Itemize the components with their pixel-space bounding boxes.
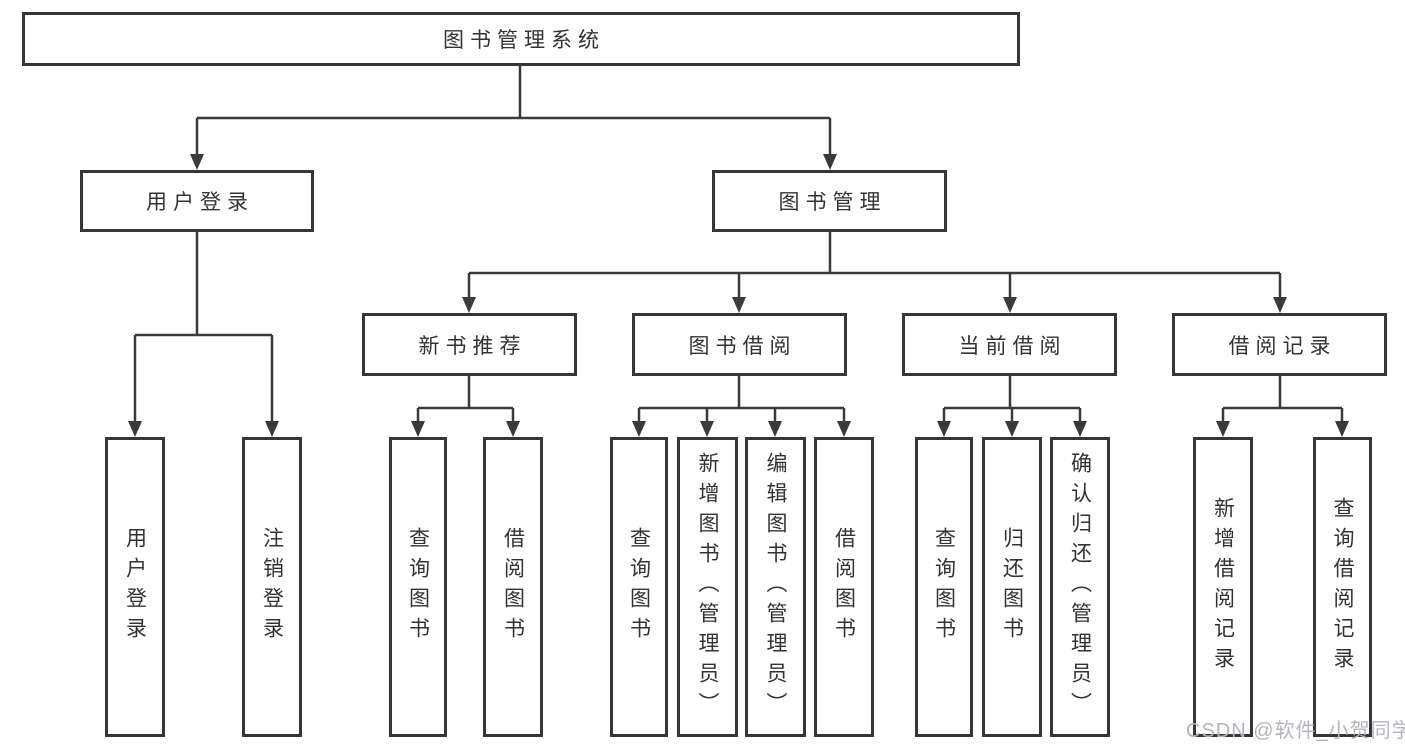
arrowhead-icon bbox=[700, 421, 714, 437]
arrowhead-icon bbox=[732, 297, 746, 313]
leaf-query-borrow-record: 查询借阅记录 bbox=[1313, 437, 1372, 737]
arrowhead-icon bbox=[128, 421, 142, 437]
leaf-confirm-return-admin: 确认归还（管理员） bbox=[1050, 437, 1110, 737]
arrowhead-icon bbox=[823, 154, 837, 170]
leaf-borrow-book: 借阅图书 bbox=[814, 437, 874, 737]
leaf-edit-book-admin: 编辑图书（管理员） bbox=[745, 437, 806, 737]
arrowhead-icon bbox=[937, 421, 951, 437]
node-book-borrow: 图书借阅 bbox=[632, 313, 847, 376]
leaf-query-books-current: 查询图书 bbox=[915, 437, 973, 737]
leaf-add-book-admin: 新增图书（管理员） bbox=[677, 437, 738, 737]
arrowhead-icon bbox=[1003, 297, 1017, 313]
arrowhead-icon bbox=[768, 421, 782, 437]
csdn-watermark: CSDN @软件_小贺同学 bbox=[1186, 720, 1405, 742]
arrowhead-icon bbox=[1216, 421, 1230, 437]
arrowhead-icon bbox=[462, 297, 476, 313]
leaf-return-book: 归还图书 bbox=[982, 437, 1042, 737]
leaf-logout: 注销登录 bbox=[242, 437, 302, 737]
node-user-login: 用户登录 bbox=[80, 170, 314, 232]
node-current-borrow: 当前借阅 bbox=[902, 313, 1117, 376]
connector-root-to-level2 bbox=[195, 66, 832, 158]
node-root: 图书管理系统 bbox=[22, 12, 1020, 66]
arrowhead-icon bbox=[632, 421, 646, 437]
leaf-user-login: 用户登录 bbox=[105, 437, 165, 737]
connector-book-borrow-children bbox=[637, 376, 846, 424]
node-book-mgmt: 图书管理 bbox=[712, 170, 947, 232]
arrowhead-icon bbox=[1273, 297, 1287, 313]
arrowhead-icon bbox=[265, 421, 279, 437]
leaf-borrow-book-recommend: 借阅图书 bbox=[483, 437, 543, 737]
leaf-query-books-borrow: 查询图书 bbox=[610, 437, 668, 737]
connector-borrow-records-children bbox=[1221, 376, 1344, 424]
arrowhead-icon bbox=[190, 154, 204, 170]
arrowhead-icon bbox=[837, 421, 851, 437]
connector-new-book-children bbox=[416, 376, 515, 424]
connector-user-login-children bbox=[133, 232, 274, 424]
arrowhead-icon bbox=[1005, 421, 1019, 437]
node-new-book-recommend: 新书推荐 bbox=[362, 313, 577, 376]
arrowhead-icon bbox=[411, 421, 425, 437]
node-borrow-records: 借阅记录 bbox=[1172, 313, 1387, 376]
connector-current-borrow-children bbox=[942, 376, 1082, 424]
leaf-query-books-recommend: 查询图书 bbox=[389, 437, 447, 737]
connector-book-mgmt-children bbox=[467, 232, 1282, 300]
arrowhead-icon bbox=[1335, 421, 1349, 437]
arrowhead-icon bbox=[1073, 421, 1087, 437]
arrowhead-icon bbox=[506, 421, 520, 437]
leaf-add-borrow-record: 新增借阅记录 bbox=[1193, 437, 1253, 737]
